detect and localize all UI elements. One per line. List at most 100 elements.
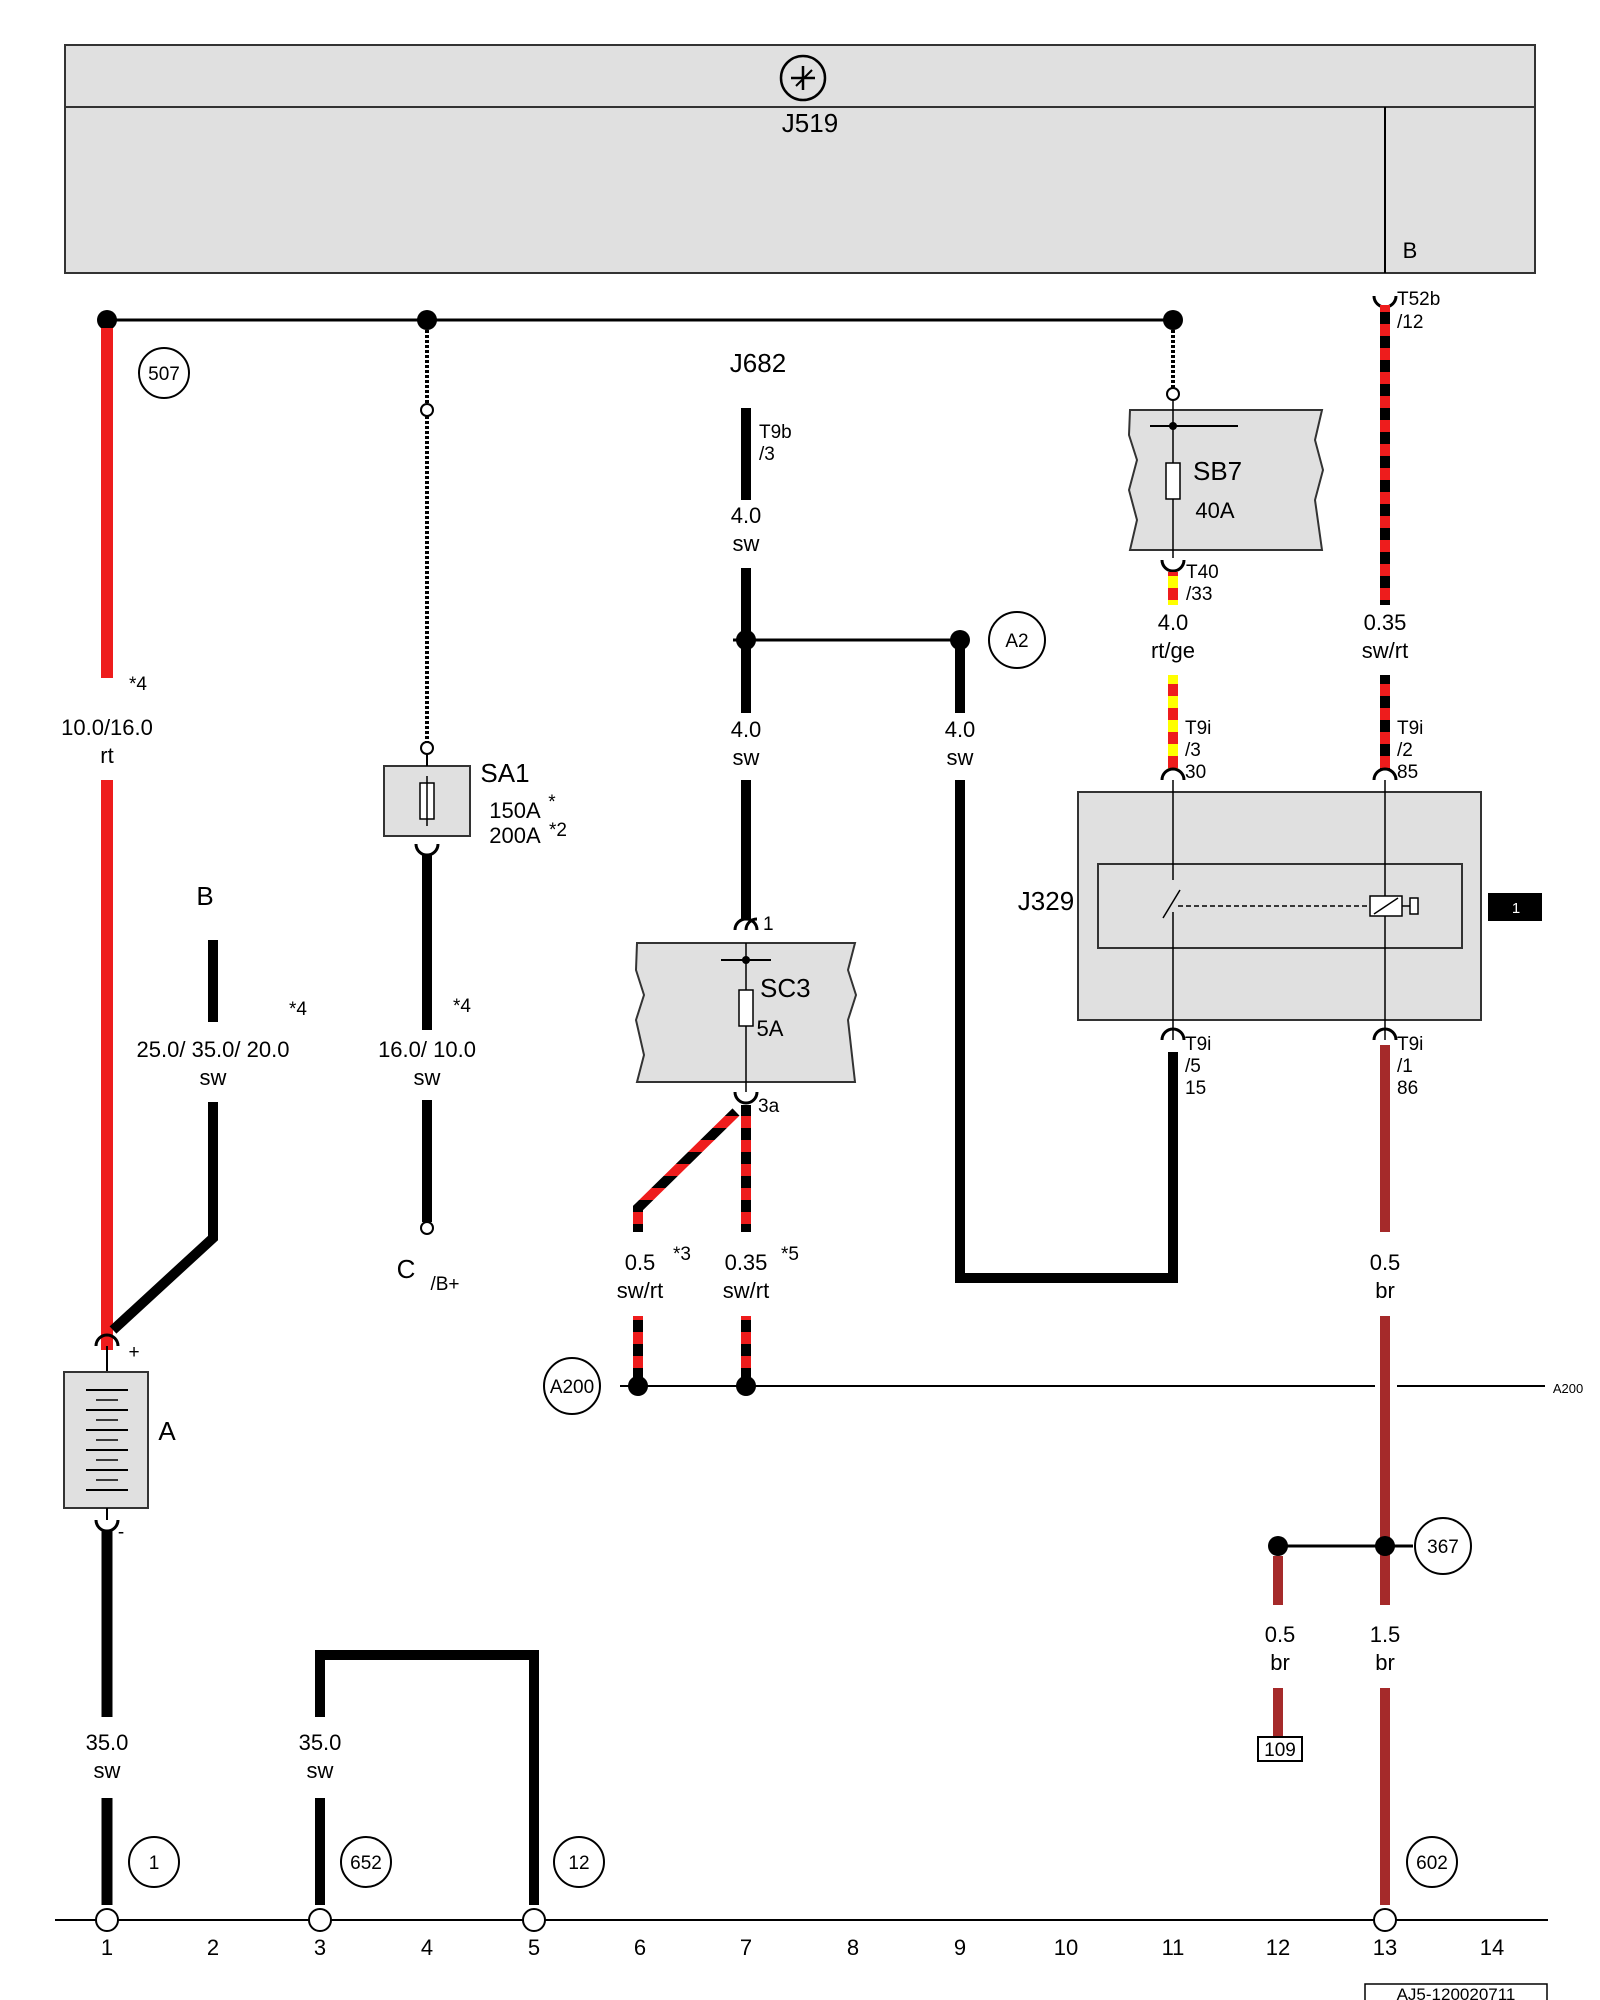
ref-a2-label: A2 [1005,631,1028,652]
fuse-sc3-pin-top: 1 [763,914,774,935]
wire-col11-sb7 [1166,320,1180,401]
ruler-14: 14 [1480,1935,1504,1960]
wire-w3-note: *4 [453,996,471,1017]
j682-label: J682 [730,348,786,378]
ref-12-label: 12 [568,1853,589,1874]
wire-w4-color: sw [733,531,760,556]
top-bus [97,310,1183,330]
module-j519-pin-label: B [1403,238,1418,263]
conn-t52b-name: T52b [1397,289,1440,310]
ruler-2: 2 [207,1935,219,1960]
fuse-sa1: SA1 150A * 200A *2 [383,754,567,857]
fuse-sa1-rating1: 150A [489,798,541,823]
relay-j329-name: J329 [1018,886,1074,916]
ruler-7: 7 [740,1935,752,1960]
ruler-6: 6 [634,1935,646,1960]
ref-507-label: 507 [148,364,180,385]
conn-t9i-5-name: T9i [1185,1034,1211,1055]
conn-t52b-pin: /12 [1397,312,1423,333]
wire-w6-size: 4.0 [945,717,976,742]
wire-w9-note: *3 [673,1244,691,1265]
wire-w7-color: rt/ge [1151,638,1195,663]
wire-w15-size: 35.0 [299,1730,342,1755]
fuse-sa1-rating2: 200A [489,823,541,848]
fuse-sc3-rating: 5A [757,1016,784,1041]
ref-1-label: 1 [149,1853,160,1874]
wire-w10-size: 0.35 [725,1250,768,1275]
terminal-c-label: C [397,1254,416,1284]
ref-652-label: 652 [350,1853,382,1874]
ref-367-label: 367 [1427,1537,1459,1558]
conn-t9b-pin: /3 [759,444,775,465]
battery-plus: + [128,1342,139,1363]
wire-w3-size: 16.0/ 10.0 [378,1037,476,1062]
module-j519-label: J519 [782,108,838,138]
fuse-sb7-name: SB7 [1193,456,1242,486]
footer-doc-id: AJ5-120020711 [1364,1983,1548,2000]
wire-w7-size: 4.0 [1158,610,1189,635]
ref-652: 652 [340,1836,392,1888]
ruler-10: 10 [1054,1935,1078,1960]
relay-j329-tag: 1 [1512,900,1520,917]
wire-w6-color: sw [947,745,974,770]
conn-t9i-5-term: 15 [1185,1078,1206,1099]
conn-t9i-1-term: 86 [1397,1078,1418,1099]
ruler-13: 13 [1373,1935,1397,1960]
ground-rail [55,1908,1548,1932]
wire-w4-size: 4.0 [731,503,762,528]
conn-t9i-3-term: 30 [1185,762,1206,783]
bus-a200 [620,1376,1545,1396]
wire-col3-loop: 35.0 sw [299,1650,539,1905]
conn-t9b-name: T9b [759,422,792,443]
wire-w5-size: 4.0 [731,717,762,742]
conn-t9i-3-pin: /3 [1185,740,1201,761]
ruler-9: 9 [954,1935,966,1960]
wire-w14-size: 35.0 [86,1730,129,1755]
ruler-3: 3 [314,1935,326,1960]
wire-w12-size: 0.5 [1265,1622,1296,1647]
wire-w13-color: br [1375,1650,1395,1675]
wire-col7-j682: J682 T9b /3 4.0 sw 4.0 sw [730,348,970,920]
ref-12: 12 [553,1836,605,1888]
fuse-sa1-note2: *2 [549,820,567,841]
wire-col13-top: T52b /12 0.35 sw/rt T9i /2 85 [1362,289,1441,783]
ref-a2: A2 [988,611,1046,669]
wire-col13-brown: 0.5 br 0.5 br 1.5 br [1265,1045,1413,1905]
wire-col3-sa1 [420,320,434,755]
wire-w5-color: sw [733,745,760,770]
module-j519: J519 B [64,44,1536,274]
ruler-1: 1 [101,1935,113,1960]
conn-t9i-3-name: T9i [1185,718,1211,739]
battery-minus: - [118,1522,124,1543]
wire-col2-b: B *4 25.0/ 35.0/ 20.0 sw [109,881,307,1334]
conn-t9i-2-pin: /2 [1397,740,1413,761]
b-label: B [196,881,213,911]
wire-w8-color: sw/rt [1362,638,1408,663]
terminal-c-sub: /B+ [430,1274,459,1295]
wire-w10-note: *5 [781,1244,799,1265]
conn-t40-name: T40 [1186,562,1219,583]
battery-a: + A - [63,1333,176,1543]
conn-t9i-2-term: 85 [1397,762,1418,783]
wire-w2-color: sw [200,1065,227,1090]
ref-1: 1 [128,1836,180,1888]
wire-w1-color: rt [100,743,113,768]
ref-602-label: 602 [1416,1853,1448,1874]
fuse-sc3-pin-bottom: 3a [758,1096,780,1117]
conn-t9i-2-name: T9i [1397,718,1423,739]
wire-w9-color: sw/rt [617,1278,663,1303]
conn-t9i-1-pin: /1 [1397,1056,1413,1077]
wire-w13-size: 1.5 [1370,1622,1401,1647]
ref-367: 367 [1414,1517,1472,1575]
battery-a-label: A [158,1416,176,1446]
wire-w11-size: 0.5 [1370,1250,1401,1275]
ruler-4: 4 [421,1935,433,1960]
wire-col7-swrt: 0.5 *3 sw/rt 0.35 *5 sw/rt [617,1105,799,1385]
fuse-sb7-rating: 40A [1195,498,1234,523]
wire-w1-note: *4 [129,674,147,695]
wire-w9-size: 0.5 [625,1250,656,1275]
wire-col1-red: *4 10.0/16.0 rt [61,328,153,1350]
column-ruler: 1 2 3 4 5 6 7 8 9 10 11 12 13 14 [101,1935,1504,1960]
ref-602: 602 [1406,1836,1458,1888]
